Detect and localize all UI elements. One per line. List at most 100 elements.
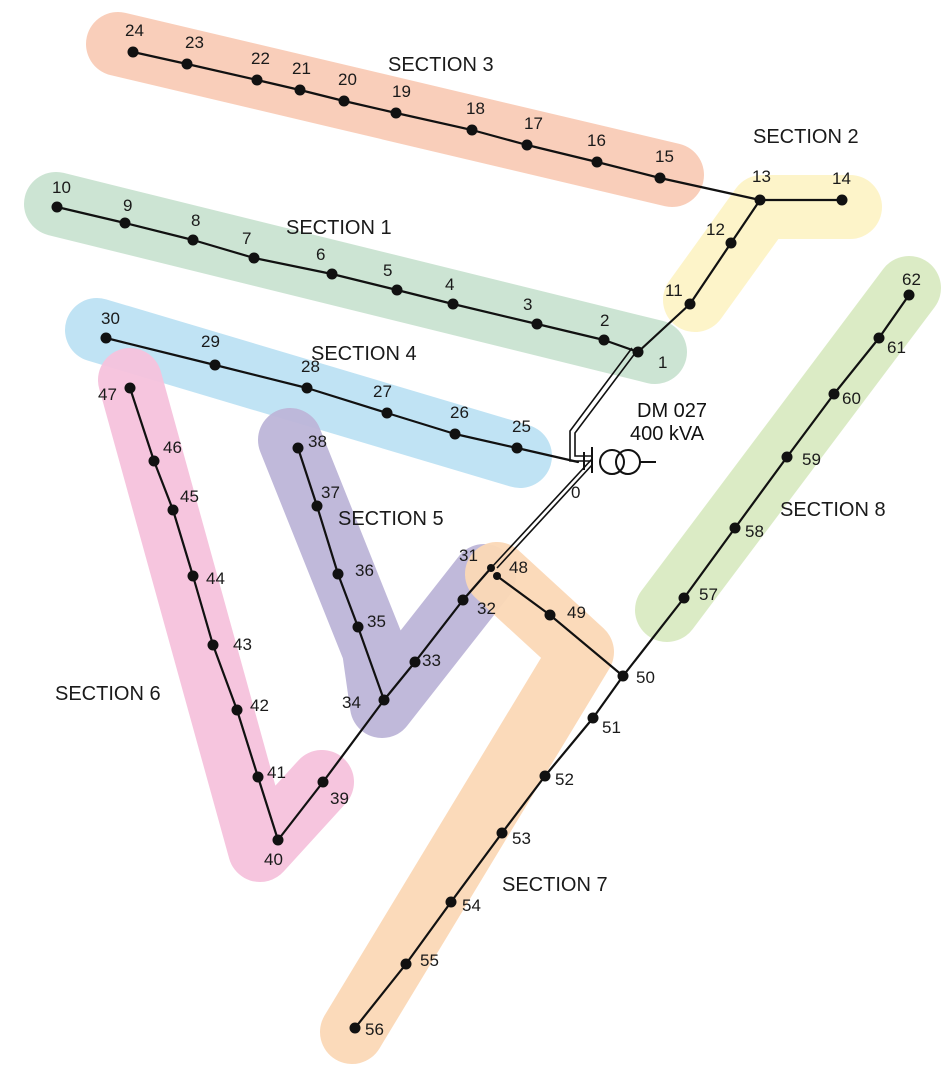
node-55[interactable] xyxy=(400,958,412,970)
node-43[interactable] xyxy=(207,639,219,651)
node-36[interactable] xyxy=(332,568,344,580)
node-46[interactable] xyxy=(148,455,160,467)
node-33[interactable] xyxy=(409,656,421,668)
node-label-20: 20 xyxy=(338,70,357,89)
line-0-25 xyxy=(515,446,580,464)
node-28[interactable] xyxy=(301,382,313,394)
line-9-10 xyxy=(55,205,127,225)
node-12[interactable] xyxy=(725,237,737,249)
node-16[interactable] xyxy=(591,156,603,168)
feeder-line-to-node-48 xyxy=(496,464,593,569)
line-42-43 xyxy=(211,643,239,712)
node-35[interactable] xyxy=(352,621,364,633)
node-18[interactable] xyxy=(466,124,478,136)
node-60[interactable] xyxy=(828,388,840,400)
node-41[interactable] xyxy=(252,771,264,783)
node-59[interactable] xyxy=(781,451,793,463)
node-44[interactable] xyxy=(187,570,199,582)
node-42[interactable] xyxy=(231,704,243,716)
node-25[interactable] xyxy=(511,442,523,454)
node-10[interactable] xyxy=(51,201,63,213)
section-label-section-1: SECTION 1 xyxy=(286,217,392,239)
node-14[interactable] xyxy=(836,194,848,206)
node-13[interactable] xyxy=(754,194,766,206)
node-2[interactable] xyxy=(598,334,610,346)
node-3[interactable] xyxy=(531,318,543,330)
node-61[interactable] xyxy=(873,332,885,344)
node-6[interactable] xyxy=(326,268,338,280)
node-label-39: 39 xyxy=(330,789,349,808)
node-23[interactable] xyxy=(181,58,193,70)
line-21-22 xyxy=(255,78,302,92)
line-18-19 xyxy=(394,111,474,132)
node-label-54: 54 xyxy=(462,896,481,915)
line-43-44 xyxy=(191,574,215,647)
node-22[interactable] xyxy=(251,74,263,86)
node-label-18: 18 xyxy=(466,99,485,118)
node-label-12: 12 xyxy=(706,220,725,239)
line-25-26 xyxy=(453,432,519,450)
line-52-53 xyxy=(500,774,547,835)
node-8[interactable] xyxy=(187,234,199,246)
node-45[interactable] xyxy=(167,504,179,516)
node-31[interactable] xyxy=(487,564,495,572)
node-47[interactable] xyxy=(124,382,136,394)
node-26[interactable] xyxy=(449,428,461,440)
node-38[interactable] xyxy=(292,442,304,454)
node-label-55: 55 xyxy=(420,951,439,970)
node-53[interactable] xyxy=(496,827,508,839)
line-41-42 xyxy=(235,708,260,779)
node-1[interactable] xyxy=(632,346,644,358)
node-label-61: 61 xyxy=(887,338,906,357)
node-17[interactable] xyxy=(521,139,533,151)
line-37-38 xyxy=(296,446,319,508)
node-label-9: 9 xyxy=(123,196,132,215)
node-39[interactable] xyxy=(317,776,329,788)
node-40[interactable] xyxy=(272,834,284,846)
line-4-5 xyxy=(395,288,455,306)
node-49[interactable] xyxy=(544,609,556,621)
line-51-52 xyxy=(543,716,595,778)
node-30[interactable] xyxy=(100,332,112,344)
node-11[interactable] xyxy=(684,298,696,310)
node-48[interactable] xyxy=(493,572,501,580)
nodes xyxy=(51,46,915,1034)
line-36-37 xyxy=(315,504,340,576)
node-5[interactable] xyxy=(391,284,403,296)
node-label-35: 35 xyxy=(367,612,386,631)
node-label-21: 21 xyxy=(292,59,311,78)
node-37[interactable] xyxy=(311,500,323,512)
node-label-3: 3 xyxy=(523,295,532,314)
node-20[interactable] xyxy=(338,95,350,107)
node-label-2: 2 xyxy=(600,311,609,330)
node-21[interactable] xyxy=(294,84,306,96)
node-label-36: 36 xyxy=(355,561,374,580)
line-40-41 xyxy=(256,775,280,842)
section-label-section-6: SECTION 6 xyxy=(55,683,161,705)
node-57[interactable] xyxy=(678,592,690,604)
node-34[interactable] xyxy=(378,694,390,706)
node-label-58: 58 xyxy=(745,522,764,541)
section-label-section-7: SECTION 7 xyxy=(502,874,608,896)
node-56[interactable] xyxy=(349,1022,361,1034)
node-label-4: 4 xyxy=(445,275,454,294)
node-27[interactable] xyxy=(381,407,393,419)
node-7[interactable] xyxy=(248,252,260,264)
node-9[interactable] xyxy=(119,217,131,229)
node-62[interactable] xyxy=(903,289,915,301)
node-19[interactable] xyxy=(390,107,402,119)
node-54[interactable] xyxy=(445,896,457,908)
node-50[interactable] xyxy=(617,670,629,682)
node-32[interactable] xyxy=(457,594,469,606)
node-label-32: 32 xyxy=(477,599,496,618)
line-45-46 xyxy=(152,459,175,512)
node-29[interactable] xyxy=(209,359,221,371)
node-15[interactable] xyxy=(654,172,666,184)
node-58[interactable] xyxy=(729,522,741,534)
node-24[interactable] xyxy=(127,46,139,58)
line-28-29 xyxy=(213,363,309,390)
node-51[interactable] xyxy=(587,712,599,724)
node-52[interactable] xyxy=(539,770,551,782)
node-4[interactable] xyxy=(447,298,459,310)
